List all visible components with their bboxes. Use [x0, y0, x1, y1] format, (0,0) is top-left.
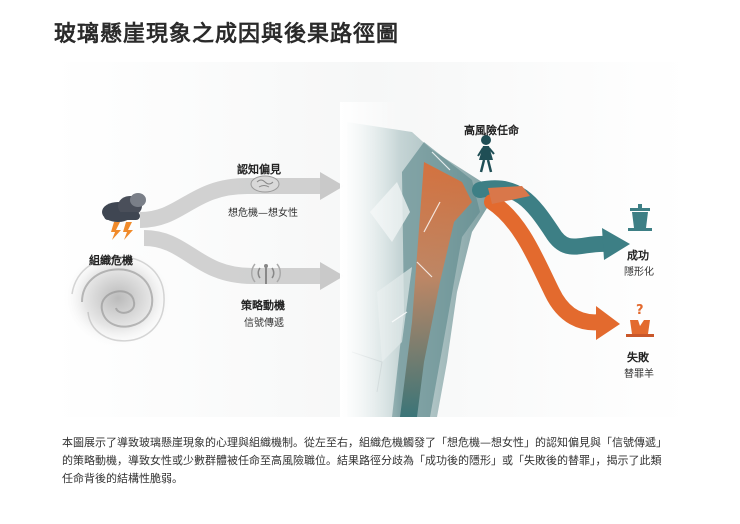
svg-text:?: ?	[636, 303, 644, 318]
label-think-crisis: 想危機—想女性	[228, 208, 298, 219]
woman-figure-icon	[477, 135, 495, 173]
diagram-panel: ? 組織危機 認知偏見 想危機—想女性 策略動機 信號傳遞 高風險任命 成功 隱…	[52, 62, 690, 417]
arrow-strategy	[143, 230, 344, 290]
arrow-cognitive-bias	[139, 172, 344, 228]
label-invisible: 隱形化	[624, 267, 654, 278]
podium-icon	[628, 204, 652, 231]
storm-cloud-icon	[102, 193, 146, 240]
arrow-failure	[484, 194, 620, 340]
label-success: 成功	[627, 249, 649, 262]
label-cognitive-bias: 認知偏見	[237, 163, 281, 176]
caption-line: 的策略動機，導致女性或少數群體被任命至高風險職位。結果路徑分歧為「成功後的隱形」…	[62, 454, 662, 467]
label-signal: 信號傳遞	[244, 318, 284, 329]
caption-line: 本圖展示了導致玻璃懸崖現象的心理與組織機制。從左至右，組織危機觸發了「想危機—想…	[62, 436, 667, 449]
cliff-ledge	[488, 186, 530, 204]
label-org-crisis: 組織危機	[89, 254, 133, 267]
diagram-canvas: ?	[52, 62, 690, 417]
caption: 本圖展示了導致玻璃懸崖現象的心理與組織機制。從左至右，組織危機觸發了「想危機—想…	[62, 434, 682, 488]
caption-line: 任命背後的結構性脆弱。	[62, 472, 183, 485]
vortex-swirl	[62, 248, 174, 348]
label-scapegoat: 替罪羊	[624, 369, 654, 380]
brain-icon	[250, 175, 280, 193]
label-high-risk: 高風險任命	[464, 124, 519, 137]
page-title: 玻璃懸崖現象之成因與後果路徑圖	[54, 22, 400, 47]
signal-tower-icon	[251, 263, 281, 284]
glass-cliff	[340, 102, 492, 417]
label-strategy: 策略動機	[241, 299, 285, 312]
broken-podium-icon: ?	[626, 303, 654, 337]
label-failure: 失敗	[627, 351, 649, 364]
